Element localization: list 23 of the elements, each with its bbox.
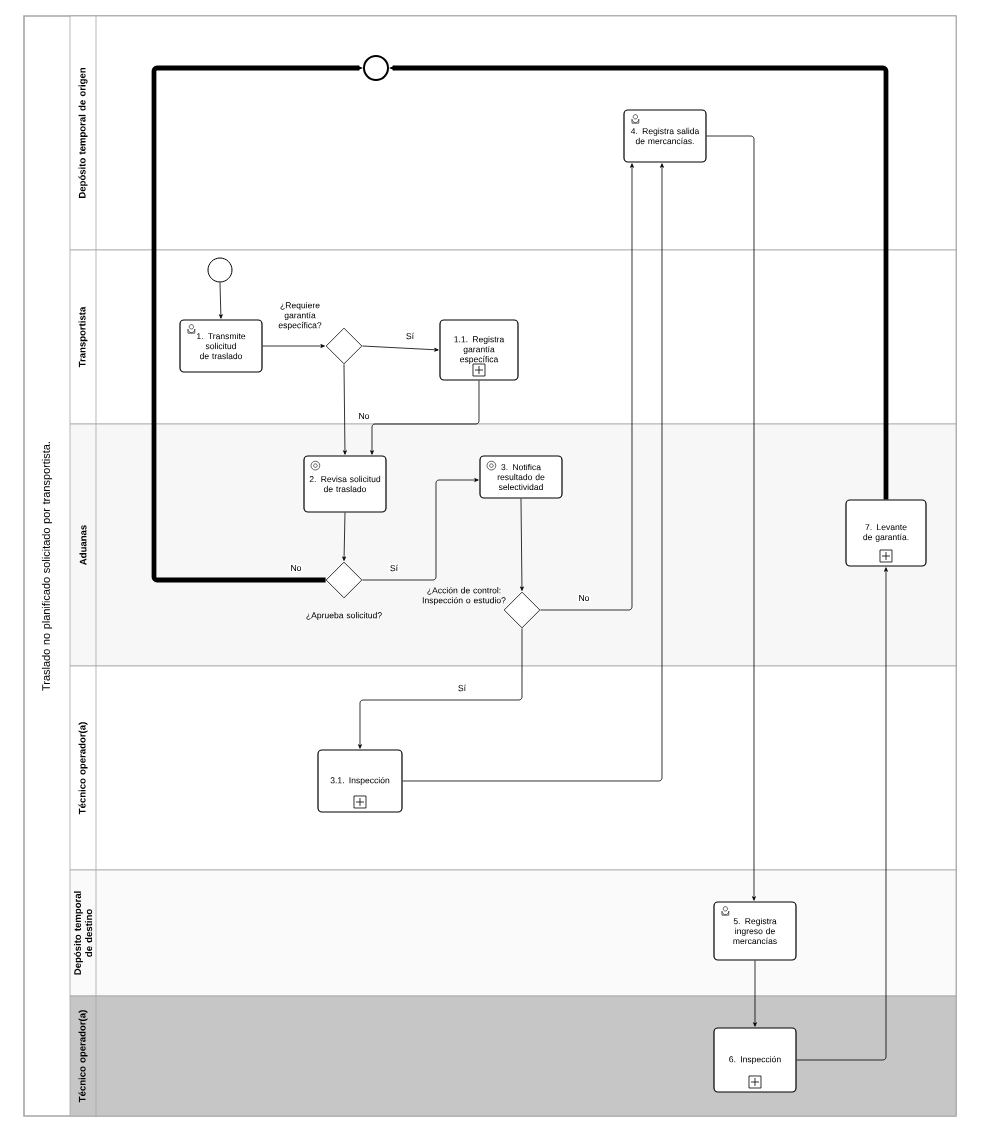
connector (262, 344, 325, 348)
swimlane (69, 15, 957, 251)
connector (151, 65, 363, 583)
connector (219, 282, 223, 319)
connector (370, 380, 480, 455)
connector (389, 65, 889, 500)
connector (358, 628, 523, 749)
swimlane (69, 423, 957, 667)
swimlane (69, 995, 957, 1117)
connector (402, 163, 664, 782)
connector (540, 163, 634, 611)
swimlane (69, 869, 957, 997)
start-event (207, 257, 233, 283)
swimlane (69, 665, 957, 871)
swimlane (69, 249, 957, 425)
connector (706, 135, 756, 901)
connector (342, 512, 346, 561)
connector (362, 478, 479, 581)
connector (753, 960, 757, 1027)
connector (362, 345, 439, 352)
connector (520, 498, 524, 591)
connector (796, 567, 888, 1061)
connector (343, 364, 347, 455)
